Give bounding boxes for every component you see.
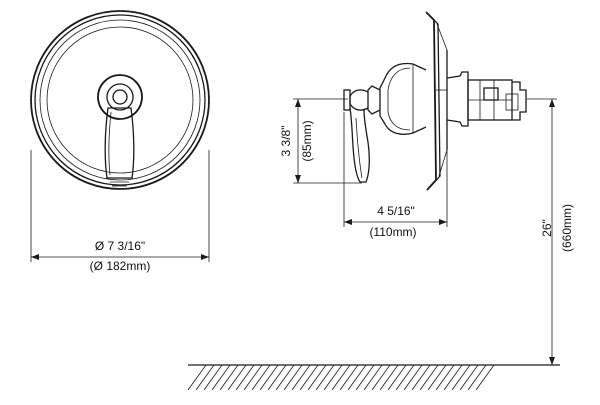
depth-imperial-label: 4 5/16"	[377, 204, 415, 218]
floor-clearance: 26" (660mm)	[187, 98, 574, 391]
floor-height-metric-label: (660mm)	[560, 204, 574, 252]
side-lever	[349, 107, 370, 183]
depth-dimension	[343, 112, 448, 227]
floor-height-imperial-label: 26"	[540, 219, 554, 237]
side-hub	[379, 62, 427, 135]
side-stem	[343, 85, 381, 115]
side-view: 3 3/8" (85mm) 4 5/16" (110mm)	[279, 11, 527, 239]
handle-height-dimension	[293, 98, 362, 184]
front-hub	[97, 74, 143, 120]
floor-height-dimension	[527, 98, 557, 365]
diameter-metric-label: (Ø 182mm)	[90, 259, 151, 273]
floor-hatching	[187, 364, 495, 391]
cartridge-body	[446, 71, 527, 127]
handle-height-imperial-label: 3 3/8"	[279, 126, 293, 157]
depth-metric-label: (110mm)	[369, 225, 416, 239]
front-view: Ø 7 3/16" (Ø 182mm)	[30, 10, 210, 273]
diameter-dimension	[30, 150, 210, 262]
side-plate	[425, 11, 448, 191]
diameter-imperial-label: Ø 7 3/16"	[95, 239, 145, 253]
handle-height-metric-label: (85mm)	[300, 120, 314, 161]
escutcheon-plate	[30, 10, 210, 190]
